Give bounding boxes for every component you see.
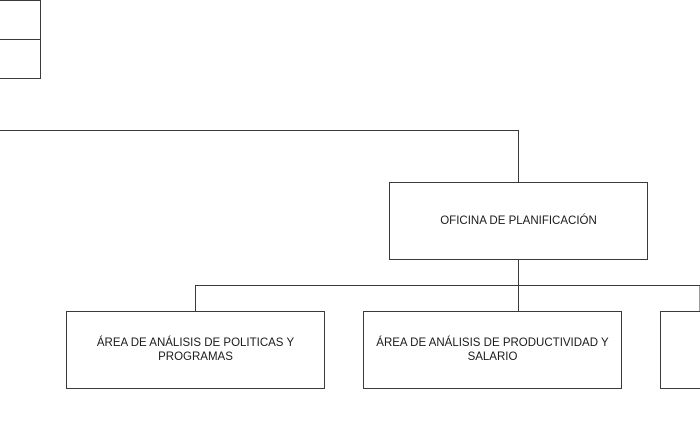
node-label: OFICINA DE PLANIFICACIÓN [440,215,597,227]
node-planning-office: OFICINA DE PLANIFICACIÓN [389,182,648,260]
partial-box-top-1 [0,0,41,40]
node-policy-analysis: ÁREA DE ANÁLISIS DE POLITICAS Y PROGRAMA… [66,311,325,389]
node-productivity-analysis: ÁREA DE ANÁLISIS DE PRODUCTIVIDAD Y SALA… [363,311,622,389]
node-label: ÁREA DE ANÁLISIS DE POLITICAS Y PROGRAMA… [96,337,295,363]
partial-box-top-2 [0,39,41,79]
node-label: ÁREA DE ANÁLISIS DE PRODUCTIVIDAD Y SALA… [376,337,609,363]
partial-box-right [660,311,700,389]
